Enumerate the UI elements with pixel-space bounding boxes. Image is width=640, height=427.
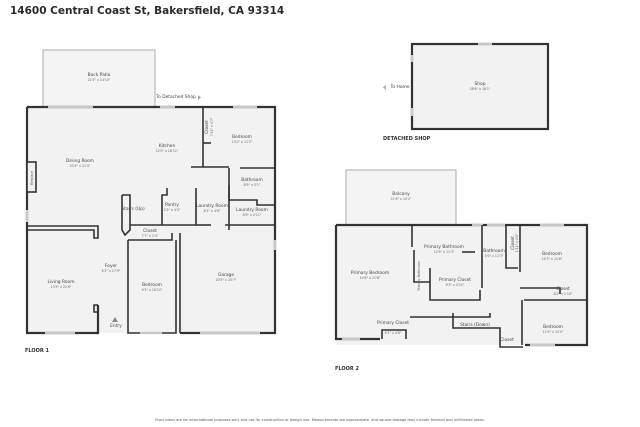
svg-text:11'9" x 12'0": 11'9" x 12'0" bbox=[543, 330, 564, 334]
detached-shop-plan: Shop 28'6" x 16'1" To Home DETACHED SHOP bbox=[383, 42, 550, 142]
svg-text:5'0" x 11'3": 5'0" x 11'3" bbox=[485, 254, 504, 258]
svg-text:Closet: Closet bbox=[204, 120, 210, 134]
svg-text:12'0" x 16'11": 12'0" x 16'11" bbox=[156, 149, 179, 153]
svg-text:13'0" x 11'2": 13'0" x 11'2" bbox=[232, 140, 253, 144]
svg-text:14'6" x 21'6": 14'6" x 21'6" bbox=[360, 276, 381, 280]
svg-text:Bedroom: Bedroom bbox=[542, 251, 562, 257]
svg-text:Living Room: Living Room bbox=[48, 279, 75, 285]
arrow-left-icon bbox=[383, 85, 386, 90]
svg-text:Primary Bedroom: Primary Bedroom bbox=[351, 270, 389, 276]
svg-text:Primary Closet: Primary Closet bbox=[439, 277, 471, 283]
svg-text:Bathroom: Bathroom bbox=[241, 177, 263, 183]
floor-1-plan: Back Patio 21'5" x 14'10" Kitchen 12'0" … bbox=[25, 49, 277, 354]
svg-text:20'5" x 20'7": 20'5" x 20'7" bbox=[216, 278, 237, 282]
svg-text:Closet: Closet bbox=[556, 286, 570, 292]
floor-2-label: FLOOR 2 bbox=[335, 366, 360, 372]
svg-text:28'6" x 16'1": 28'6" x 16'1" bbox=[470, 87, 491, 91]
svg-text:20'4" x 21'4": 20'4" x 21'4" bbox=[70, 164, 91, 168]
svg-text:Dining Room: Dining Room bbox=[66, 158, 94, 164]
balcony-area bbox=[345, 169, 457, 226]
svg-text:8'9" x 4'11": 8'9" x 4'11" bbox=[243, 213, 262, 217]
svg-text:Bedroom: Bedroom bbox=[142, 282, 162, 288]
svg-text:Closet: Closet bbox=[500, 337, 514, 343]
to-home-label: To Home bbox=[390, 84, 410, 90]
svg-text:Bathroom: Bathroom bbox=[483, 248, 505, 254]
detached-shop-label: DETACHED SHOP bbox=[383, 136, 431, 142]
svg-text:8'2" x 1'10": 8'2" x 1'10" bbox=[554, 292, 573, 296]
svg-text:Shop: Shop bbox=[474, 81, 485, 87]
svg-text:7'7" x 2'4": 7'7" x 2'4" bbox=[142, 234, 159, 238]
disclaimer-text: Floor plans are for informational purpos… bbox=[155, 418, 485, 422]
svg-text:Fireplace: Fireplace bbox=[30, 171, 34, 185]
svg-text:Stairs (Down): Stairs (Down) bbox=[460, 322, 490, 328]
svg-text:Laundry Room: Laundry Room bbox=[196, 203, 228, 209]
svg-text:12'9" x 11'3": 12'9" x 11'3" bbox=[434, 250, 455, 254]
svg-text:8'9" x 5'1": 8'9" x 5'1" bbox=[244, 183, 261, 187]
entry-marker-icon bbox=[112, 317, 118, 322]
back-patio-area bbox=[42, 49, 156, 108]
svg-text:6'1" x 4'6": 6'1" x 4'6" bbox=[385, 331, 402, 335]
svg-text:9'3" x 4'11": 9'3" x 4'11" bbox=[446, 283, 465, 287]
svg-text:Primary Closet: Primary Closet bbox=[377, 320, 409, 326]
svg-text:Bedroom: Bedroom bbox=[232, 134, 252, 140]
svg-text:14'3" x 11'6": 14'3" x 11'6" bbox=[542, 257, 563, 261]
floor-2-plan: Balcony 21'6" x 10'2" Primary Bathroom 1… bbox=[334, 169, 589, 372]
svg-text:Stairs (Up): Stairs (Up) bbox=[121, 206, 145, 212]
arrow-right-icon bbox=[198, 95, 201, 100]
property-address: 14600 Central Coast St, Bakersfield, CA … bbox=[10, 5, 285, 17]
svg-text:Garage: Garage bbox=[218, 272, 234, 278]
svg-text:Entry: Entry bbox=[110, 323, 122, 329]
svg-text:21'6" x 10'2": 21'6" x 10'2" bbox=[391, 197, 412, 201]
room-label: Back Patio bbox=[88, 72, 111, 78]
svg-text:Pantry: Pantry bbox=[165, 202, 179, 208]
svg-text:4'2" x 4'0": 4'2" x 4'0" bbox=[164, 208, 181, 212]
svg-text:Laundry Room: Laundry Room bbox=[236, 207, 268, 213]
svg-text:7'11" x 4'7": 7'11" x 4'7" bbox=[210, 117, 214, 136]
to-detached-shop-label: To Detached Shop bbox=[155, 94, 196, 100]
svg-text:13'5" x 22'6": 13'5" x 22'6" bbox=[51, 285, 72, 289]
svg-text:Closet: Closet bbox=[143, 228, 157, 234]
fireplace bbox=[26, 161, 37, 193]
floor-1-label: FLOOR 1 bbox=[25, 348, 50, 354]
svg-text:6'1" x 4'6": 6'1" x 4'6" bbox=[204, 209, 221, 213]
svg-text:1'11" x 4'8": 1'11" x 4'8" bbox=[515, 233, 519, 252]
svg-text:21'5" x 14'10": 21'5" x 14'10" bbox=[88, 78, 111, 82]
svg-text:Primary Bathroom: Primary Bathroom bbox=[417, 262, 421, 291]
svg-text:Bedroom: Bedroom bbox=[543, 324, 563, 330]
svg-text:Closet: Closet bbox=[510, 236, 516, 250]
svg-text:Primary Bathroom: Primary Bathroom bbox=[424, 244, 464, 250]
svg-text:Balcony: Balcony bbox=[392, 191, 410, 197]
svg-text:Kitchen: Kitchen bbox=[159, 143, 176, 149]
svg-text:Foyer: Foyer bbox=[105, 263, 117, 269]
svg-text:6'2" x 17'9": 6'2" x 17'9" bbox=[102, 269, 121, 273]
svg-text:9'1" x 16'10": 9'1" x 16'10" bbox=[142, 288, 163, 292]
